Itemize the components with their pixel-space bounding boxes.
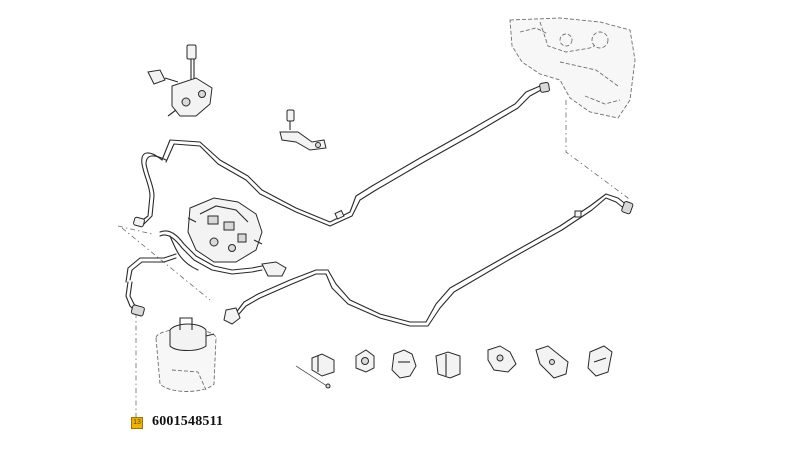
lower-return-line	[125, 193, 634, 327]
upper-bracket-assembly	[147, 44, 213, 117]
filter-feed-line	[125, 281, 145, 317]
callout-marker: 13	[131, 417, 143, 429]
engine-block-ghost	[509, 17, 636, 119]
fuel-pump-unit	[187, 197, 263, 263]
leader-lines	[117, 100, 629, 418]
pump-lines	[159, 230, 287, 277]
fuel-filter-housing	[155, 317, 217, 392]
part-number-label[interactable]: 6001548511	[152, 414, 224, 429]
upper-fuel-line	[133, 82, 550, 228]
middle-bracket-assembly	[279, 109, 327, 151]
clip-parts-row	[295, 345, 613, 389]
